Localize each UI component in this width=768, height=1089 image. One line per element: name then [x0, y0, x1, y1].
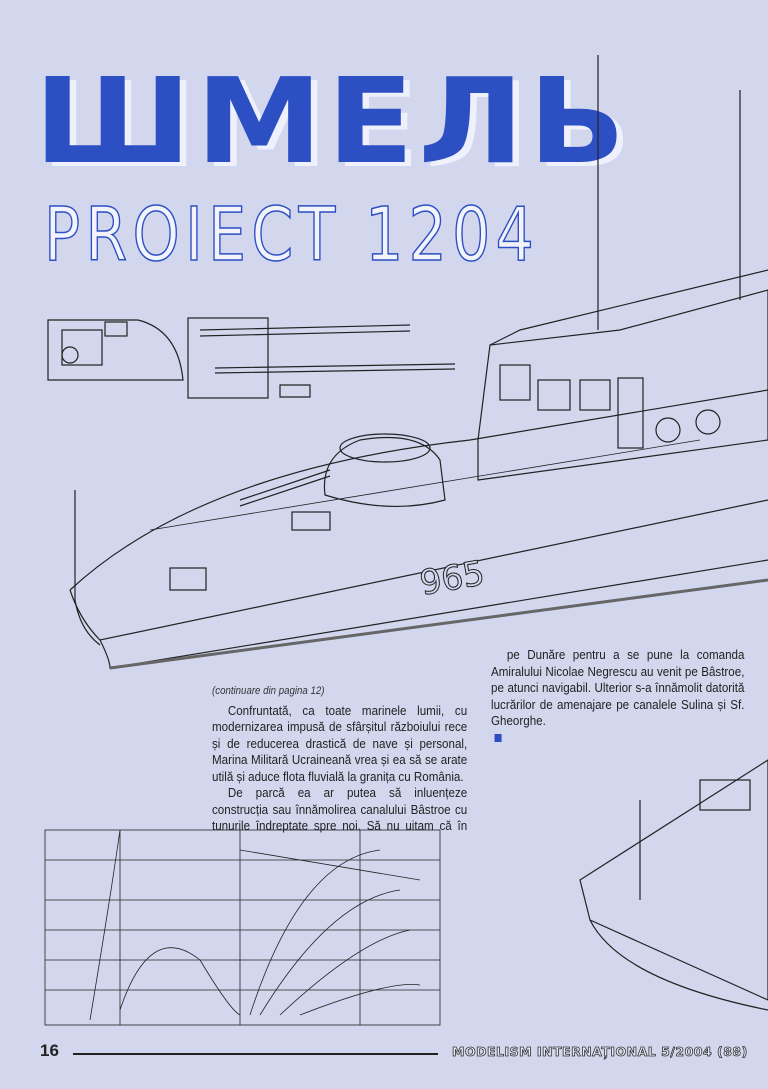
lines-plan-drawing	[44, 829, 441, 1026]
article-paragraph: De parcă ea ar putea să inluențeze const…	[212, 785, 468, 835]
title-main: ШМЕЛЬ	[34, 52, 630, 190]
footer-rule	[73, 1053, 438, 1055]
magazine-issue: MODELISM INTERNAȚIONAL 5/2004 (88)	[452, 1044, 748, 1060]
turret-plan-drawing	[47, 319, 184, 381]
article-column-left: (continuare din pagina 12) Confruntată, …	[212, 683, 467, 835]
article-paragraph: Confruntată, ca toate marinele lumii, cu…	[212, 702, 468, 784]
continuation-note: (continuare din pagina 12)	[212, 685, 325, 697]
end-of-article-mark	[494, 733, 502, 742]
page-number: 16	[40, 1041, 59, 1060]
hull-number: 965	[417, 553, 488, 604]
title-subtitle: PROIECT 1204	[43, 192, 540, 278]
article-paragraph: pe Dunăre pentru a se pune la comanda Am…	[491, 647, 745, 728]
gun-side-drawing	[187, 317, 456, 399]
boat-bow-drawing	[579, 759, 768, 1011]
boat-drawing: 965	[69, 55, 768, 670]
article-column-right: pe Dunăre pentru a se pune la comanda Am…	[491, 647, 744, 746]
